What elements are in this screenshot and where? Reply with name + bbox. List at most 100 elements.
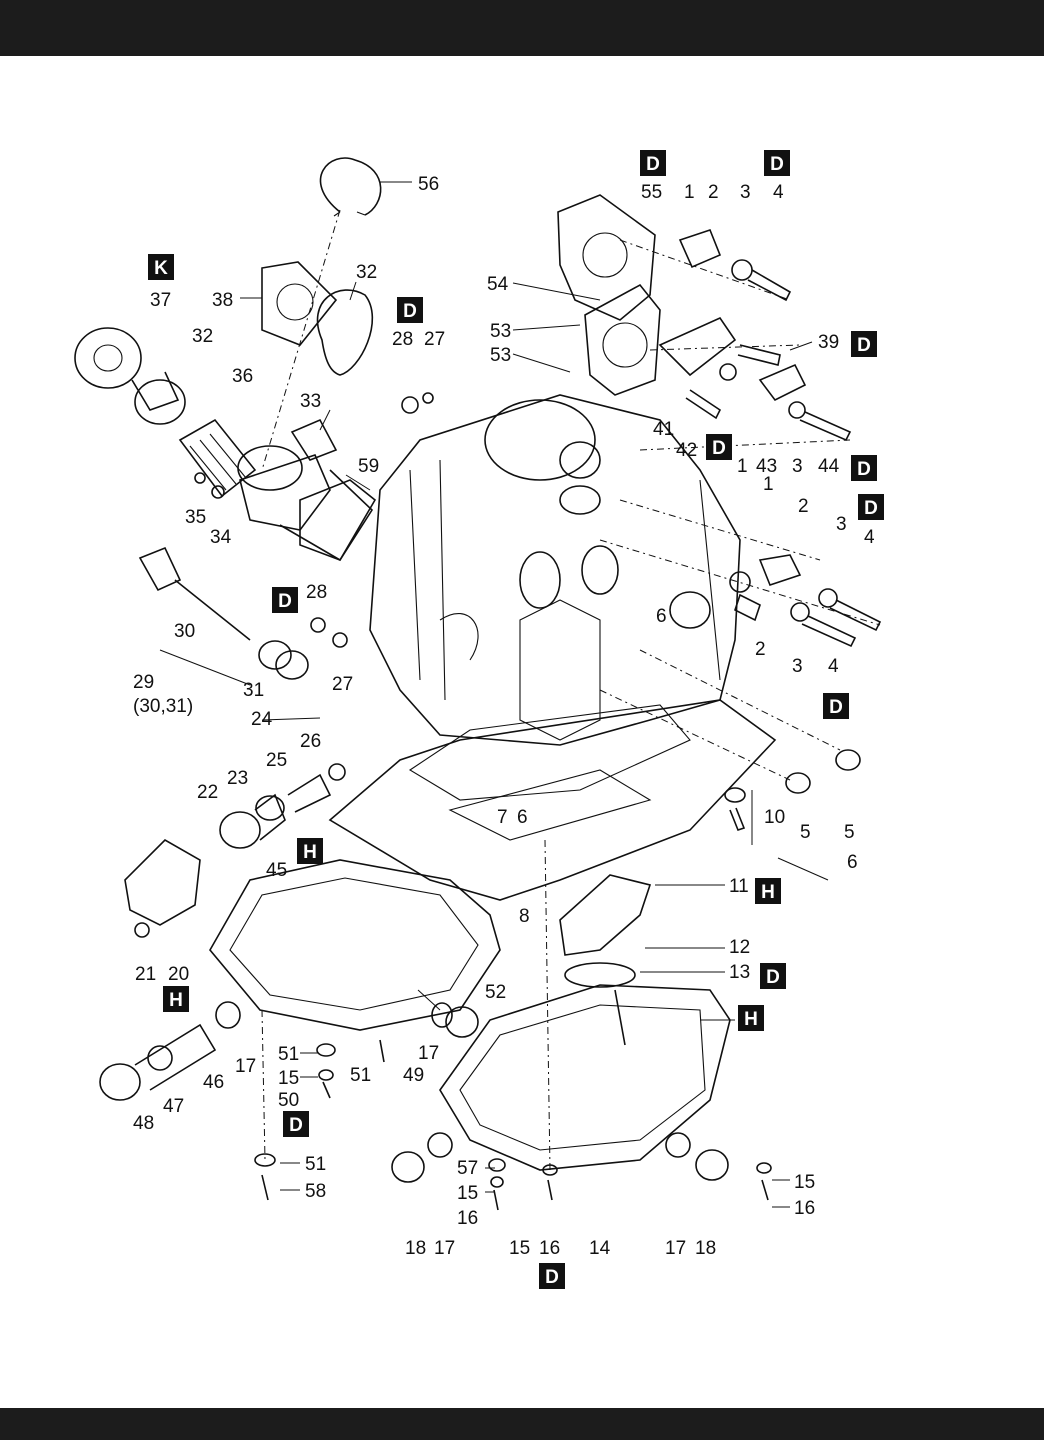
- label-38: 38: [212, 290, 233, 311]
- label-59: 59: [358, 456, 379, 477]
- label-23: 23: [227, 768, 248, 789]
- label-52: 52: [485, 982, 506, 1003]
- label-53: 53: [490, 345, 511, 366]
- badge-d: D: [764, 150, 790, 176]
- label-35: 35: [185, 507, 206, 528]
- label-13: 13: [729, 962, 750, 983]
- label-20: 20: [168, 964, 189, 985]
- label-6: 6: [656, 606, 667, 627]
- label-32: 32: [192, 326, 213, 347]
- label-1: 1: [763, 474, 774, 495]
- label-7: 7: [497, 807, 508, 828]
- fittings-28-27: [310, 392, 434, 648]
- badge-h: H: [738, 1005, 764, 1031]
- drain-plugs-and-washers: [99, 1001, 772, 1211]
- label-57: 57: [457, 1158, 478, 1179]
- label-34: 34: [210, 527, 232, 548]
- label-51: 51: [305, 1154, 326, 1175]
- badge-d: D: [823, 693, 849, 719]
- label-29: 29: [133, 672, 154, 693]
- svg-text:D: D: [857, 335, 871, 356]
- label-56: 56: [418, 174, 439, 195]
- label-28: 28: [306, 582, 327, 603]
- label-3: 3: [740, 182, 751, 203]
- fittings-1-2-3-4-top: [678, 229, 792, 302]
- label-1: 1: [737, 456, 748, 477]
- badge-h: H: [163, 986, 189, 1012]
- separator-plate-8: [328, 699, 777, 901]
- side-cover-20-21: [124, 839, 201, 938]
- label-3: 3: [836, 514, 847, 535]
- svg-text:D: D: [864, 498, 878, 519]
- bracket-33: [290, 418, 338, 461]
- label-17: 17: [434, 1238, 455, 1259]
- label-8: 8: [519, 906, 530, 927]
- label-17: 17: [235, 1056, 256, 1077]
- svg-text:D: D: [766, 967, 780, 988]
- label-18: 18: [695, 1238, 716, 1259]
- filter-element-36: [178, 418, 257, 498]
- label-49: 49: [403, 1065, 424, 1086]
- label-10: 10: [764, 807, 785, 828]
- svg-text:D: D: [289, 1115, 303, 1136]
- snap-ring-56: [319, 157, 382, 217]
- alignment-lines: [261, 209, 881, 1171]
- label-1: 1: [684, 182, 695, 203]
- fittings-39-41-43: [658, 316, 852, 442]
- label-48: 48: [133, 1113, 154, 1134]
- label-22: 22: [197, 782, 218, 803]
- badge-d: D: [858, 494, 884, 520]
- badge-d: D: [272, 587, 298, 613]
- label-25: 25: [266, 750, 287, 771]
- svg-text:K: K: [154, 258, 168, 279]
- bottom-footer-bar: [0, 1408, 1044, 1440]
- label-21: 21: [135, 964, 156, 985]
- callout-labels: 56 55 1 2 3 4 37 38 32 32 54 53 53 28 27…: [133, 174, 875, 1259]
- filter-cap-37: [74, 327, 180, 411]
- svg-text:D: D: [770, 154, 784, 175]
- o-ring-32-upper: [316, 289, 374, 376]
- badge-h: H: [755, 878, 781, 904]
- svg-text:H: H: [169, 990, 183, 1011]
- label-4: 4: [828, 656, 839, 677]
- label-47: 47: [163, 1096, 184, 1117]
- label-2: 2: [708, 182, 719, 203]
- badge-h: H: [297, 838, 323, 864]
- label-58: 58: [305, 1181, 326, 1202]
- label-44: 44: [818, 456, 840, 477]
- svg-text:H: H: [744, 1009, 758, 1030]
- badge-d: D: [640, 150, 666, 176]
- label-4: 4: [773, 182, 784, 203]
- label-12: 12: [729, 937, 750, 958]
- label-33: 33: [300, 391, 321, 412]
- valve-plate-59: [299, 479, 377, 561]
- svg-text:D: D: [278, 591, 292, 612]
- label-53: 53: [490, 321, 511, 342]
- label-15: 15: [457, 1183, 478, 1204]
- label-26: 26: [300, 731, 321, 752]
- filter-housing: [237, 445, 374, 562]
- leader-lines: [159, 181, 829, 1208]
- svg-text:H: H: [761, 882, 775, 903]
- label-2: 2: [755, 639, 766, 660]
- label-16: 16: [794, 1198, 815, 1219]
- svg-text:D: D: [545, 1267, 559, 1288]
- label-43: 43: [756, 456, 777, 477]
- label-6: 6: [847, 852, 858, 873]
- label-32: 32: [356, 262, 377, 283]
- label-51: 51: [278, 1044, 299, 1065]
- label-14: 14: [589, 1238, 611, 1259]
- gasket-38: [261, 261, 338, 346]
- label-55: 55: [641, 182, 662, 203]
- bolt-10-washer: [724, 787, 746, 831]
- svg-text:H: H: [303, 842, 317, 863]
- svg-text:D: D: [857, 459, 871, 480]
- label-15: 15: [278, 1068, 299, 1089]
- legend-badges: D D K D D D D D D D H H D H H D D: [148, 150, 884, 1289]
- main-transaxle-case: [369, 394, 741, 746]
- label-18: 18: [405, 1238, 426, 1259]
- label-15: 15: [509, 1238, 530, 1259]
- badge-d: D: [397, 297, 423, 323]
- strainer-11-12-13: [559, 874, 652, 1046]
- label-3: 3: [792, 656, 803, 677]
